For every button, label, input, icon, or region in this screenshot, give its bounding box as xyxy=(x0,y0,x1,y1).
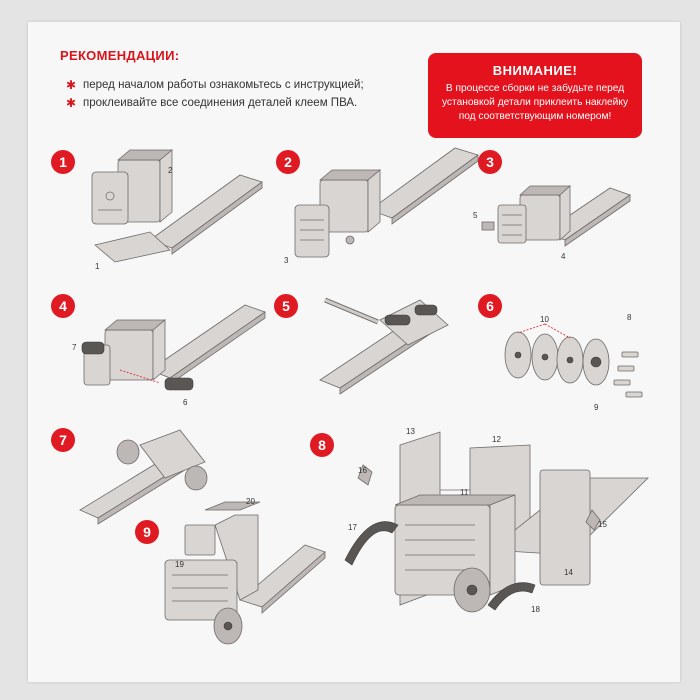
step-1-badge: 1 xyxy=(51,150,75,174)
warning-line: В процессе сборки не забудьте перед xyxy=(445,83,625,94)
step-8-badge: 8 xyxy=(310,433,334,457)
warning-title: ВНИМАНИЕ! xyxy=(492,63,578,78)
step-6-illustration xyxy=(504,323,643,398)
recommendations-title: РЕКОМЕНДАЦИИ: xyxy=(60,48,180,63)
part-number: 20 xyxy=(246,497,255,506)
step-2-badge: 2 xyxy=(276,150,300,174)
part-number: 15 xyxy=(598,520,607,529)
warning-box: ВНИМАНИЕ! В процессе сборки не забудьте … xyxy=(428,53,642,138)
recommendation-text: проклеивайте все соединения деталей клее… xyxy=(83,97,358,109)
warning-line: установкой детали приклеить наклейку xyxy=(441,97,629,108)
part-number: 18 xyxy=(531,605,540,614)
step-5-illustration xyxy=(319,297,449,395)
step-8-illustration xyxy=(344,431,649,613)
part-number: 3 xyxy=(284,256,289,265)
part-number: 1 xyxy=(95,262,100,271)
step-9-illustration xyxy=(164,501,326,645)
step-3-illustration xyxy=(481,185,631,247)
part-number: 17 xyxy=(348,523,357,532)
recommendation-item: ✱ перед началом работы ознакомьтесь с ин… xyxy=(66,78,364,92)
part-number: 9 xyxy=(594,403,599,412)
step-9-badge: 9 xyxy=(135,520,159,544)
step-6-badge: 6 xyxy=(478,294,502,318)
part-number: 19 xyxy=(175,560,184,569)
part-number: 5 xyxy=(473,211,478,220)
part-number: 14 xyxy=(564,568,573,577)
warning-body: В процессе сборки не забудьте перед уста… xyxy=(428,82,642,124)
part-number: 2 xyxy=(168,166,173,175)
bullet-star-icon: ✱ xyxy=(66,78,77,92)
step-2-illustration xyxy=(294,147,479,258)
step-3-badge: 3 xyxy=(478,150,502,174)
part-number: 10 xyxy=(540,315,549,324)
recommendation-item: ✱ проклеивайте все соединения деталей кл… xyxy=(66,96,357,110)
part-number: 16 xyxy=(358,466,367,475)
step-4-illustration xyxy=(81,304,266,391)
part-number: 6 xyxy=(183,398,188,407)
recommendation-text: перед началом работы ознакомьтесь с инст… xyxy=(83,79,364,91)
part-number: 7 xyxy=(72,343,77,352)
step-7-badge: 7 xyxy=(51,428,75,452)
step-4-badge: 4 xyxy=(51,294,75,318)
step-5-badge: 5 xyxy=(274,294,298,318)
part-number: 12 xyxy=(492,435,501,444)
part-number: 13 xyxy=(406,427,415,436)
part-number: 8 xyxy=(627,313,632,322)
warning-line: под соответствующим номером! xyxy=(458,111,612,122)
bullet-star-icon: ✱ xyxy=(66,96,77,110)
part-number: 11 xyxy=(460,488,469,497)
part-number: 4 xyxy=(561,252,566,261)
step-1-illustration xyxy=(91,149,263,263)
step-7-illustration xyxy=(79,429,208,525)
